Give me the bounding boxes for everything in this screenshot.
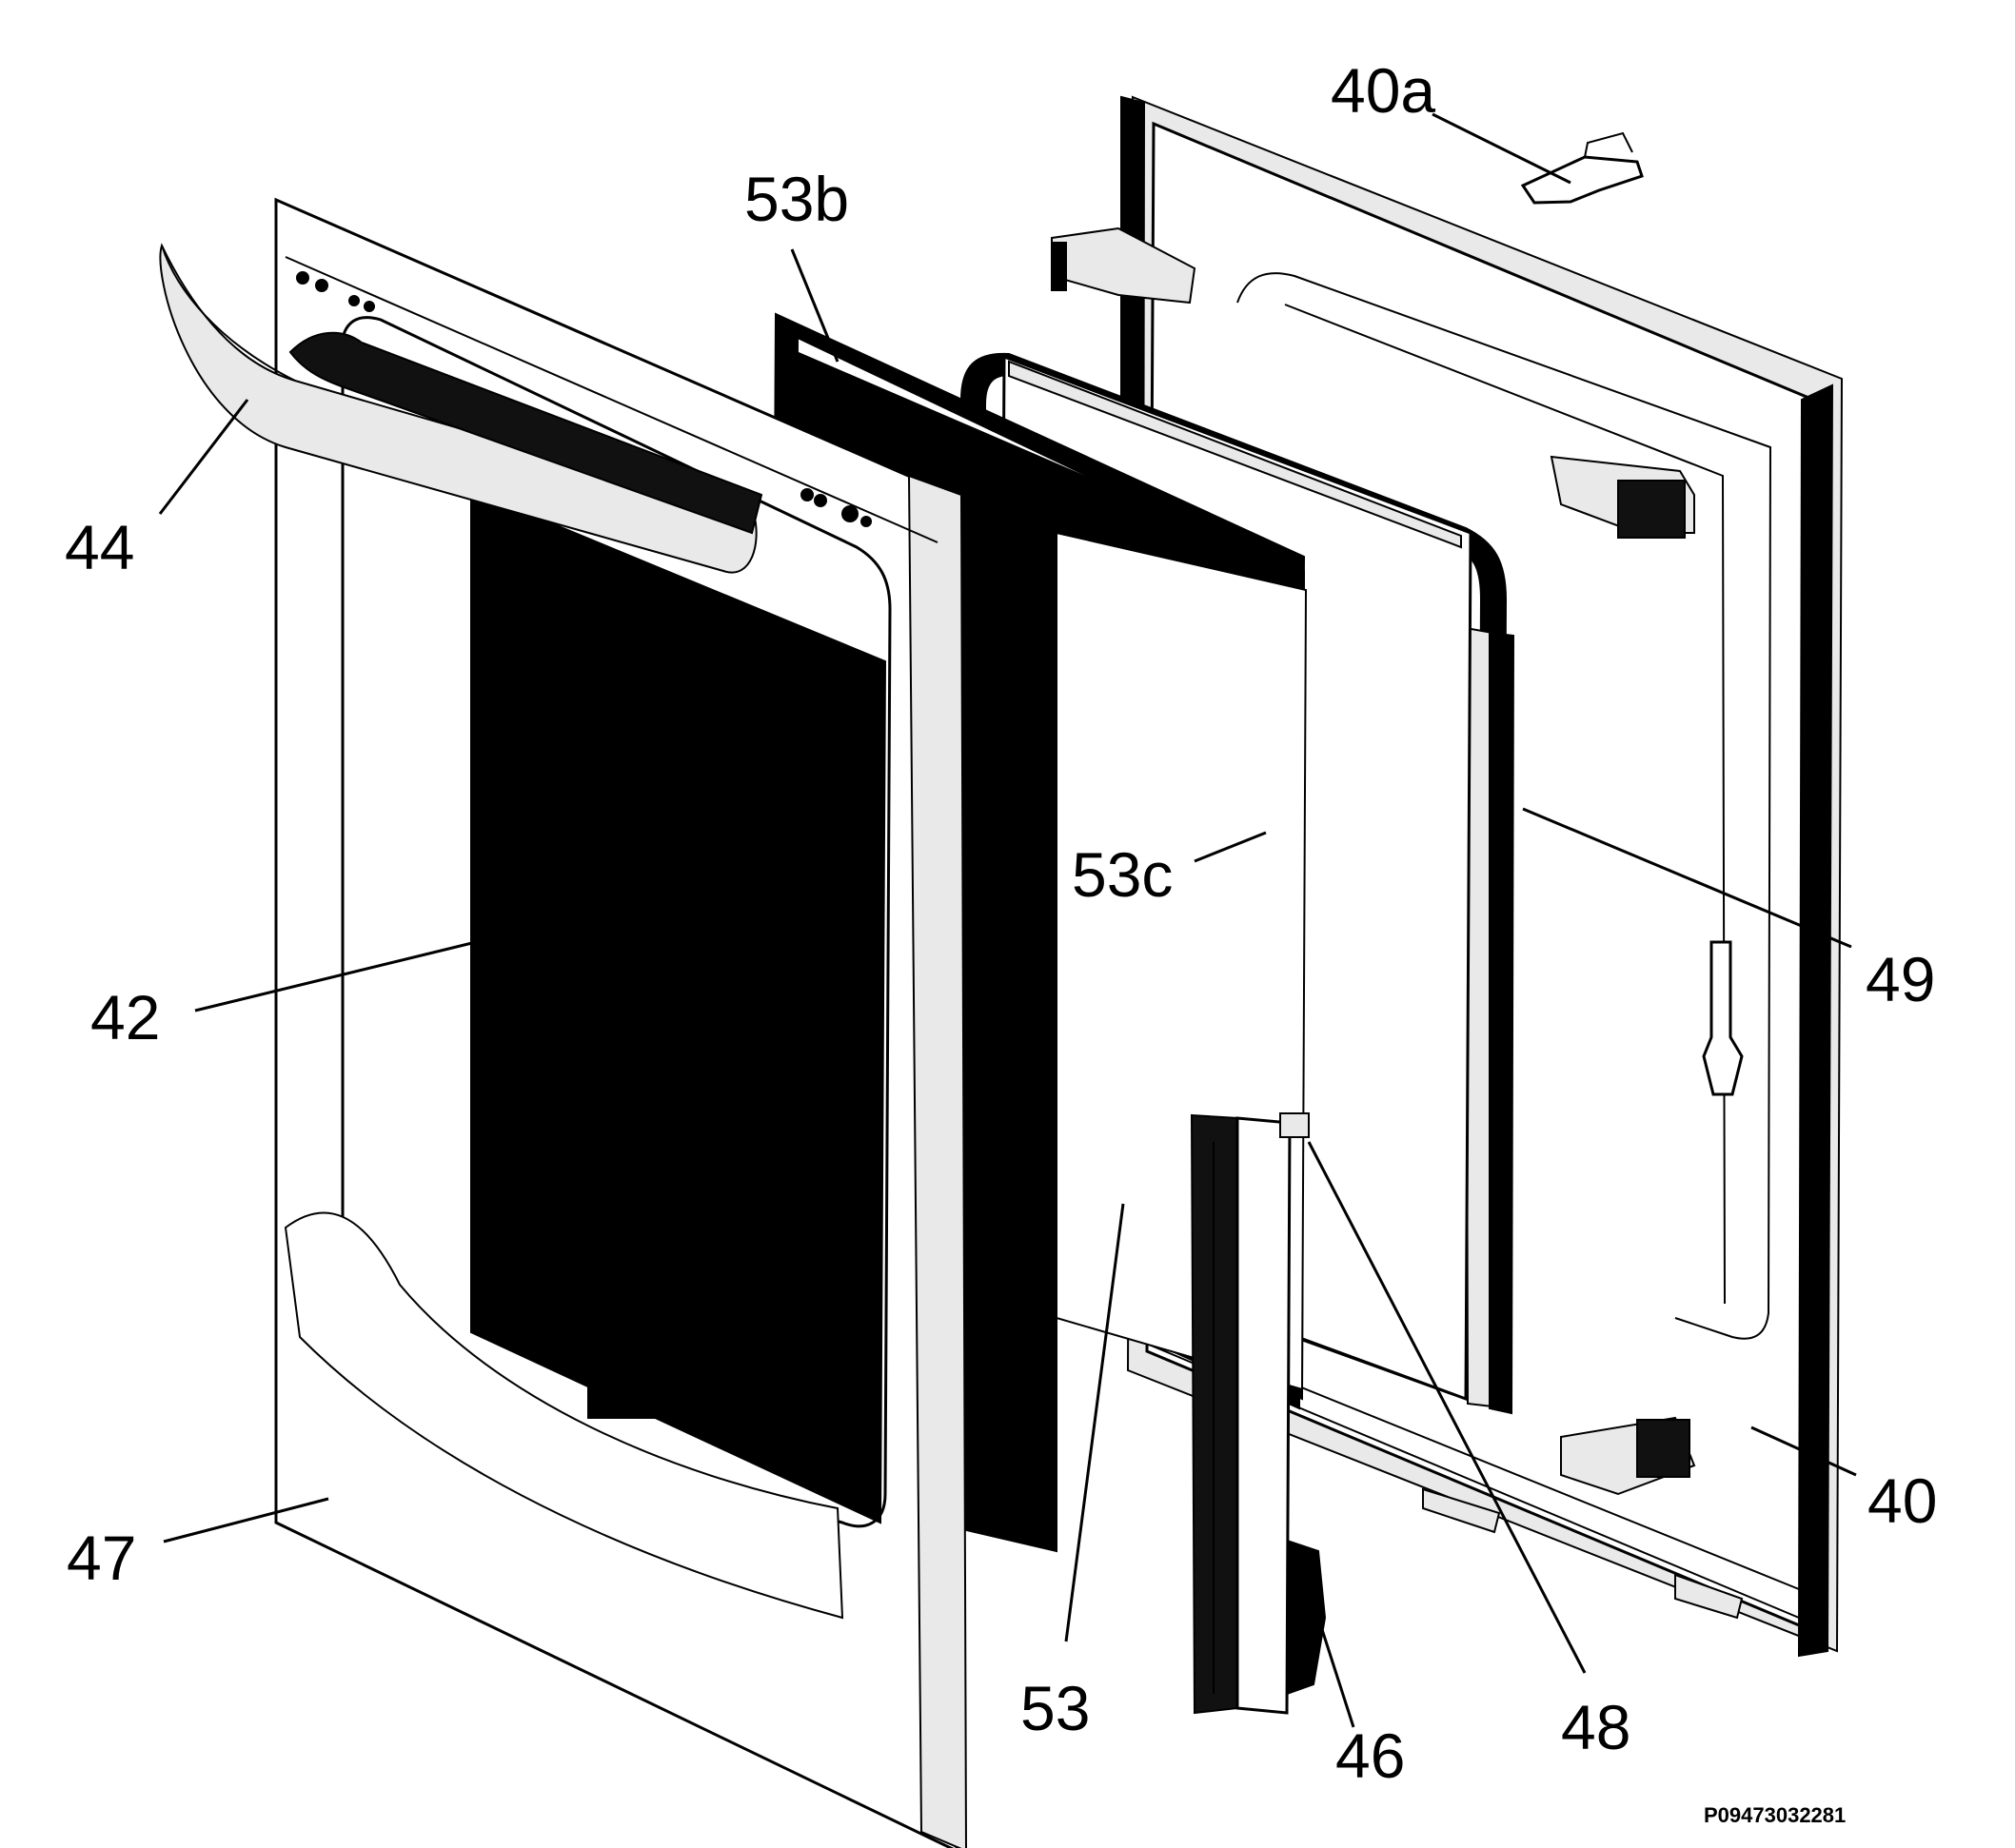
callout-49: 49 — [1866, 944, 1935, 1014]
callout-46: 46 — [1335, 1720, 1405, 1791]
callout-53: 53 — [1020, 1673, 1090, 1743]
part-40a-bracket — [1520, 131, 1644, 205]
callout-labels: 40a 53b 44 53c 49 42 40 47 53 48 46 — [65, 55, 1937, 1791]
callout-42: 42 — [90, 982, 160, 1052]
hinge-pin-48 — [1279, 1112, 1310, 1138]
front-door-panel-47 — [274, 197, 967, 1848]
reference-code: P09473032281 — [1704, 1803, 1846, 1827]
callout-40: 40 — [1867, 1465, 1937, 1536]
callout-40a: 40a — [1331, 55, 1435, 126]
callout-44: 44 — [65, 512, 134, 582]
leader-lines — [158, 112, 1857, 1728]
callout-47: 47 — [67, 1523, 136, 1593]
hinge-bar-46 — [1190, 1113, 1327, 1715]
callout-53c: 53c — [1072, 839, 1173, 910]
callout-53b: 53b — [744, 164, 849, 234]
door-handle-44 — [159, 243, 763, 574]
callout-48: 48 — [1561, 1692, 1630, 1762]
